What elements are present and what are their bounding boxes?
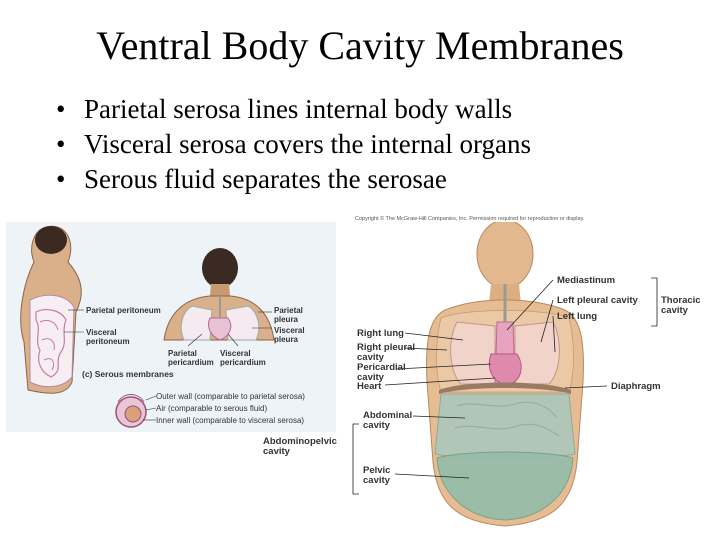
- serous-membranes-figure: Parietal peritoneum Visceral peritoneum …: [6, 222, 336, 432]
- air-label: Air (comparable to serous fluid): [156, 404, 268, 413]
- slide-title: Ventral Body Cavity Membranes: [96, 23, 624, 68]
- figure-caption: (c) Serous membranes: [82, 369, 174, 379]
- visceral-pericardium-label: Visceral pericardium: [220, 349, 266, 367]
- torso-illustration: [426, 222, 584, 527]
- visceral-peritoneum-label: Visceral peritoneum: [86, 328, 130, 346]
- bullet-dot: •: [56, 94, 66, 124]
- bullet-text: Serous fluid separates the serosae: [84, 164, 447, 194]
- thoracic-cavity-label: Thoracic cavity: [661, 295, 701, 316]
- parietal-pericardium-label: Parietal pericardium: [168, 349, 214, 367]
- inner-wall-label: Inner wall (comparable to visceral seros…: [156, 416, 305, 425]
- outer-wall-label: Outer wall (comparable to parietal seros…: [156, 392, 305, 401]
- bullet-dot: •: [56, 164, 66, 194]
- abdominopelvic-cavity-label: Abdominopelvic cavity: [263, 436, 337, 457]
- bullet-text: Visceral serosa covers the internal orga…: [84, 129, 531, 159]
- leader-lines: [64, 309, 272, 421]
- pelvic-cavity-label: Pelvic cavity: [363, 465, 391, 486]
- diaphragm-label: Diaphragm: [611, 381, 661, 392]
- abdomen-side-illustration: [20, 225, 82, 394]
- bullet-item: • Parietal serosa lines internal body wal…: [52, 92, 531, 127]
- left-lung-label: Left lung: [557, 311, 598, 322]
- right-pleural-cavity-label: Right pleural cavity: [357, 342, 416, 363]
- left-pleural-cavity-label: Left pleural cavity: [557, 295, 638, 306]
- bullet-text: Parietal serosa lines internal body wall…: [84, 94, 513, 124]
- thorax-front-illustration: [163, 248, 275, 341]
- body-cavities-illustration: [352, 222, 658, 527]
- body-cavities-figure: Mediastinum Left pleural cavity Left lun…: [263, 222, 720, 540]
- parietal-pleura-label: Parietal pleura: [274, 306, 303, 324]
- serous-membranes-illustration: [20, 225, 275, 428]
- balloon-model-illustration: [115, 394, 147, 428]
- pericardial-cavity-label: Pericardial cavity: [357, 362, 406, 383]
- parietal-peritoneum-label: Parietal peritoneum: [86, 306, 161, 315]
- bullet-item: • Serous fluid separates the serosae: [52, 162, 531, 197]
- mediastinum-label: Mediastinum: [557, 275, 616, 286]
- leader-lines-right: [352, 277, 658, 495]
- heart-label: Heart: [357, 381, 382, 392]
- visceral-pleura-label: Visceral pleura: [274, 326, 305, 344]
- right-lung-label: Right lung: [357, 328, 404, 339]
- bullet-dot: •: [56, 129, 66, 159]
- copyright-notice: Copyright © The McGraw-Hill Companies, I…: [355, 216, 585, 222]
- bullet-list: • Parietal serosa lines internal body wal…: [52, 92, 531, 197]
- abdominal-cavity-label: Abdominal cavity: [363, 410, 413, 431]
- bullet-item: • Visceral serosa covers the internal org…: [52, 127, 531, 162]
